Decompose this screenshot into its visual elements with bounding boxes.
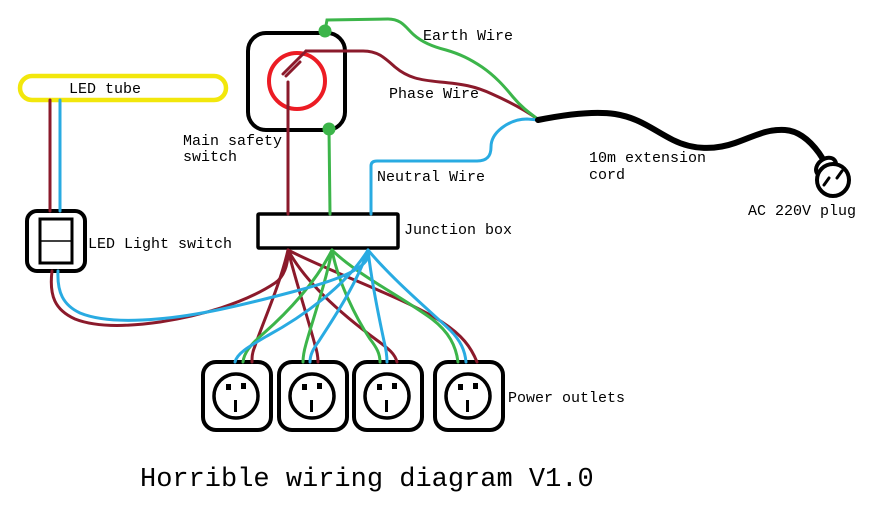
led-light-switch-label: LED Light switch <box>88 236 232 253</box>
power-outlet-3 <box>352 360 424 432</box>
safety-switch-circle <box>267 51 327 111</box>
outlet-pin-hole <box>377 384 382 390</box>
outlet-pin-hole <box>392 383 397 389</box>
ac-plug <box>814 155 851 198</box>
earth-wires <box>241 17 541 364</box>
outlet-socket <box>444 372 492 420</box>
outlet-pin-hole <box>317 383 322 389</box>
outlet-pin-hole <box>473 383 478 389</box>
neutral-wires <box>56 98 541 364</box>
phase-wire-outlet-3 <box>286 248 399 364</box>
phase-wires <box>48 49 541 364</box>
earth-wire-outlet-2 <box>301 248 334 364</box>
main-safety-switch-label-line1: Main safety <box>183 133 282 150</box>
extension-cord-label-line2: cord <box>589 167 625 184</box>
power-outlet-4 <box>433 360 505 432</box>
earth-wire-outlet-1 <box>241 248 334 364</box>
safety-switch-blade <box>281 49 308 76</box>
led-tube <box>17 73 229 103</box>
phase-wire-to-cord <box>304 49 541 122</box>
outlet-earth-slot <box>466 400 469 412</box>
earth-terminal-dot <box>322 122 336 136</box>
phase-wire-label: Phase Wire <box>389 86 479 103</box>
earth-wire-label: Earth Wire <box>423 28 513 45</box>
plug-prong <box>822 176 831 187</box>
outlet-pin-hole <box>302 384 307 390</box>
earth-wire-to-cord <box>323 17 541 122</box>
outlet-socket <box>288 372 336 420</box>
neutral-wire-outlet-4 <box>366 248 468 364</box>
neutral-loop-led-switch <box>56 248 370 322</box>
outlet-earth-slot <box>385 400 388 412</box>
plug-prong <box>835 169 844 180</box>
power-outlets-label: Power outlets <box>508 390 625 407</box>
earth-terminal-dot <box>318 24 332 38</box>
extension-cord-label-line1: 10m extension <box>589 150 706 167</box>
neutral-wire-outlet-3 <box>366 248 389 364</box>
power-outlet-1 <box>201 360 273 432</box>
ac-plug-label: AC 220V plug <box>748 203 856 220</box>
safety-switch-blade-mark <box>284 60 302 78</box>
led-tube-label: LED tube <box>69 81 141 98</box>
extension-cord <box>535 109 831 171</box>
component-shapes <box>25 31 505 432</box>
outlet-socket <box>212 372 260 420</box>
outlet-earth-slot <box>234 400 237 412</box>
main-safety-switch-label-line2: switch <box>183 149 237 166</box>
neutral-wire-outlet-1 <box>233 248 370 364</box>
junction-box-label: Junction box <box>404 222 512 239</box>
plug-face <box>815 162 851 198</box>
earth-terminals <box>318 24 336 136</box>
outlet-pin-hole <box>458 384 463 390</box>
junction-box <box>256 212 400 250</box>
led-light-switch <box>25 209 87 273</box>
phase-wire-outlet-1 <box>250 248 290 364</box>
outlet-earth-slot <box>310 400 313 412</box>
neutral-wire-outlet-2 <box>308 248 370 364</box>
outlet-pin-hole <box>241 383 246 389</box>
outlet-pin-hole <box>226 384 231 390</box>
main-safety-switch-box <box>246 31 347 132</box>
power-outlet-2 <box>277 360 349 432</box>
outlet-socket <box>363 372 411 420</box>
diagram-title: Horrible wiring diagram V1.0 <box>140 465 594 495</box>
neutral-wire-label: Neutral Wire <box>377 169 485 186</box>
earth-feed-to-junction <box>327 127 332 216</box>
neutral-wire-to-cord <box>369 117 541 216</box>
